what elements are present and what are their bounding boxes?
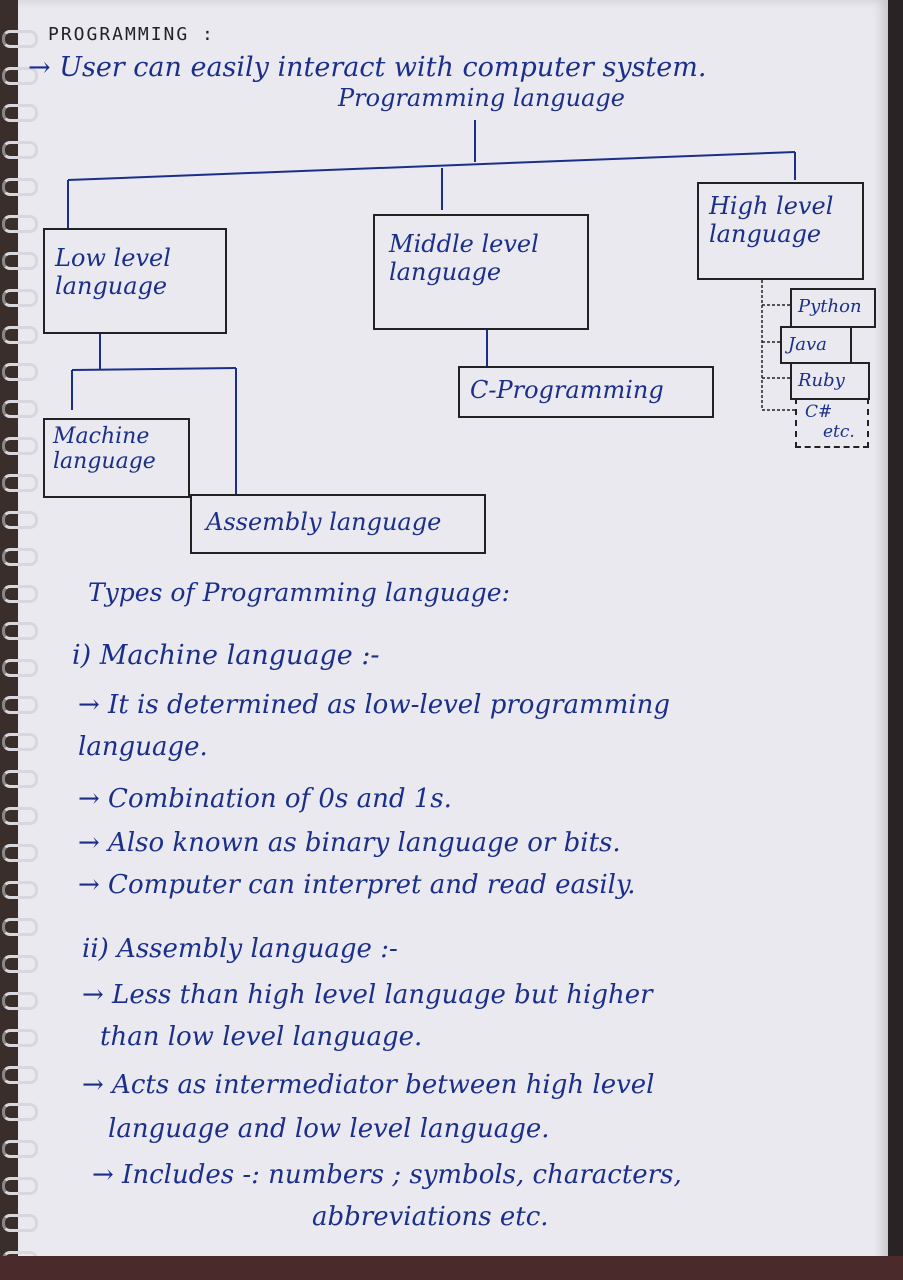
machine-point-4: → Computer can interpret and read easily… [78,870,636,900]
assembly-point-3-cont: abbreviations etc. [312,1202,549,1232]
spiral-ring [2,437,38,455]
middle-level-label: Middle level language [389,230,539,286]
assembly-section-title: ii) Assembly language :- [82,934,398,964]
c-programming-label: C-Programming [470,376,664,404]
machine-point-3: → Also known as binary language or bits. [78,828,621,858]
spiral-ring [2,1066,38,1084]
python-label: Python [798,296,862,317]
spiral-ring [2,215,38,233]
assembly-point-3: → Includes -: numbers ; symbols, charact… [92,1160,682,1190]
spiral-ring [2,104,38,122]
spiral-ring [2,178,38,196]
java-label: Java [788,334,827,355]
ruby-label: Ruby [798,370,845,391]
spiral-ring [2,289,38,307]
spiral-ring [2,1177,38,1195]
assembly-point-1-cont: than low level language. [100,1022,423,1052]
spiral-binding [0,0,40,1280]
machine-point-1: → It is determined as low-level programm… [78,690,671,720]
ruby-box: Ruby [790,362,870,400]
high-level-label: High level language [709,192,834,248]
spiral-ring [2,1140,38,1158]
spiral-ring [2,1029,38,1047]
spiral-ring [2,918,38,936]
spiral-ring [2,585,38,603]
assembly-point-2-cont: language and low level language. [108,1114,550,1144]
spiral-ring [2,807,38,825]
assembly-language-box: Assembly language [190,494,486,554]
types-heading: Types of Programming language: [88,578,510,607]
spiral-ring [2,363,38,381]
root-node: Programming language [338,84,625,112]
spiral-ring [2,696,38,714]
java-box: Java [780,326,852,364]
spiral-ring [2,1214,38,1232]
machine-point-1-cont: language. [78,732,208,762]
etc-label: etc. [823,422,855,442]
background-right [885,0,903,1280]
spiral-ring [2,733,38,751]
csharp-box: C# etc. [795,398,869,448]
spiral-ring [2,67,38,85]
spiral-ring [2,659,38,677]
intro-line: → User can easily interact with computer… [28,52,707,83]
assembly-point-1: → Less than high level language but high… [82,980,653,1010]
spiral-ring [2,30,38,48]
spiral-ring [2,326,38,344]
spiral-ring [2,400,38,418]
assembly-language-label: Assembly language [206,508,442,536]
spiral-ring [2,548,38,566]
assembly-point-2: → Acts as intermediator between high lev… [82,1070,655,1100]
machine-point-2: → Combination of 0s and 1s. [78,784,452,814]
spiral-ring [2,252,38,270]
spiral-ring [2,141,38,159]
notebook-page [18,0,888,1280]
machine-language-box: Machine language [43,418,190,498]
machine-language-label: Machine language [53,424,156,474]
c-programming-box: C-Programming [458,366,714,418]
low-level-label: Low level language [55,244,171,300]
spiral-ring [2,622,38,640]
python-box: Python [790,288,876,328]
middle-level-box: Middle level language [373,214,589,330]
spiral-ring [2,1103,38,1121]
spiral-ring [2,955,38,973]
low-level-box: Low level language [43,228,227,334]
spiral-ring [2,511,38,529]
spiral-ring [2,992,38,1010]
table-surface [0,1256,903,1280]
spiral-ring [2,844,38,862]
machine-section-title: i) Machine language :- [72,640,380,671]
spiral-ring [2,770,38,788]
high-level-box: High level language [697,182,864,280]
page-heading: PROGRAMMING : [48,24,215,45]
csharp-label: C# [805,402,833,422]
spiral-ring [2,474,38,492]
spiral-ring [2,881,38,899]
